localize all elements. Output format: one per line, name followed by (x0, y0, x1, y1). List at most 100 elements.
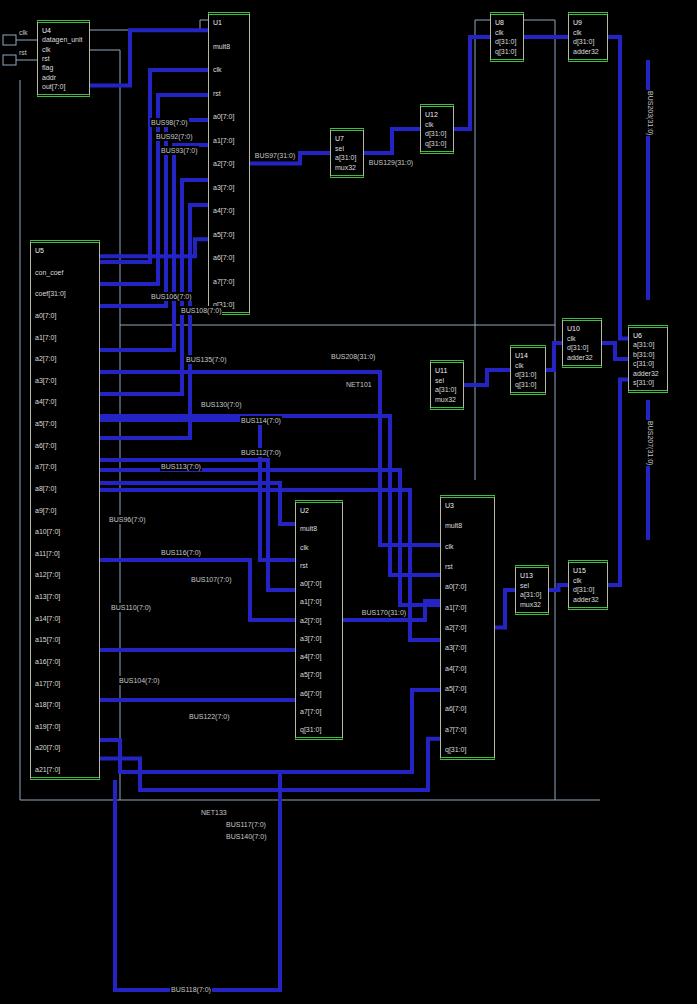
port-name: a2[7:0] (445, 623, 466, 632)
bus-name: BUS97(31:0) (254, 151, 296, 160)
port-name: clk (573, 28, 582, 37)
port-name: rst (213, 89, 221, 98)
schematic-block: U5con_coefcoef[31:0]a0[7:0]a1[7:0]a2[7:0… (30, 240, 100, 780)
port-name: clk (573, 576, 582, 585)
bus-name: BUS116(7:0) (160, 548, 202, 557)
port-name: coef[31:0] (35, 289, 66, 298)
port-name: a1[7:0] (445, 603, 466, 612)
port-name: a7[7:0] (300, 707, 321, 716)
port-name: a4[7:0] (213, 206, 234, 215)
port-name: a7[7:0] (35, 462, 56, 471)
port-name: sel (335, 144, 344, 153)
port-name: a3[7:0] (213, 183, 234, 192)
bus-connector (524, 35, 568, 39)
bus-name: BUS118(7:0) (170, 985, 212, 994)
port-name: sel (435, 376, 444, 385)
port-name: clk (213, 65, 222, 74)
port-name: addr (42, 73, 56, 82)
instance-name: U14 (515, 351, 528, 360)
port-name: d[31:0] (425, 129, 446, 138)
port-name: clk (425, 120, 434, 129)
port-name: mult8 (213, 42, 230, 51)
bus-name: BUS106(7:0) (150, 292, 192, 301)
instance-name: U6 (633, 331, 642, 340)
port-name: rst (42, 54, 50, 63)
port-name: q[31:0] (495, 47, 516, 56)
port-name: d[31:0] (573, 585, 594, 594)
port-name: a5[7:0] (35, 419, 56, 428)
port-name: out[7:0] (42, 82, 65, 91)
port-name: mult8 (445, 521, 462, 530)
bus-name: BUS122(7:0) (188, 712, 230, 721)
port-name: a1[7:0] (35, 333, 56, 342)
schematic-block: U4datagen_unitclkrstflagaddrout[7:0] (37, 20, 90, 97)
port-name: sel (520, 581, 529, 590)
port-name: mux32 (435, 395, 456, 404)
instance-name: U4 (42, 26, 51, 35)
bus-name: BUS207(31:0) (646, 420, 655, 466)
instance-name: U2 (300, 506, 309, 515)
bus (100, 560, 295, 620)
port-name: mux32 (335, 163, 356, 172)
bus (100, 460, 295, 590)
bus (100, 698, 295, 702)
port-name: a15[7:0] (35, 635, 60, 644)
port-name: a3[7:0] (300, 634, 321, 643)
port-name: a19[7:0] (35, 722, 60, 731)
port-name: clk (42, 45, 51, 54)
port-name: a[31:0] (335, 153, 356, 162)
port-name: a[31:0] (520, 590, 541, 599)
port-name: a16[7:0] (35, 657, 60, 666)
instance-name: U8 (495, 18, 504, 27)
port-name: a4[7:0] (445, 664, 466, 673)
port-name: clk (495, 28, 504, 37)
instance-name: U9 (573, 18, 582, 27)
port-name: a0[7:0] (35, 311, 56, 320)
port-name: a6[7:0] (213, 253, 234, 262)
instance-name: U7 (335, 134, 344, 143)
port-name: a13[7:0] (35, 592, 60, 601)
port-name: a1[7:0] (213, 136, 234, 145)
bus-connector (100, 739, 440, 790)
input-pad (3, 55, 16, 65)
schematic-block: U7sela[31:0]mux32 (330, 128, 364, 178)
bus-connector (546, 343, 562, 370)
port-name: a7[7:0] (445, 725, 466, 734)
port-name: q[31:0] (300, 725, 321, 734)
port-name: a[31:0] (633, 340, 654, 349)
port-name: c[31:0] (633, 359, 654, 368)
bus (100, 416, 440, 575)
port-name: a0[7:0] (445, 582, 466, 591)
bus-name: BUS135(7:0) (185, 355, 227, 364)
port-name: adder32 (633, 369, 659, 378)
port-name: a11[7:0] (35, 549, 60, 558)
net-name: NET101 (345, 380, 373, 389)
pin-name: rst (18, 48, 28, 57)
bus (100, 648, 295, 652)
instance-name: U13 (520, 571, 533, 580)
bus-name: BUS107(7:0) (190, 575, 232, 584)
bus-name: BUS92(7:0) (155, 132, 194, 141)
schematic-block: U1mult8clkrsta0[7:0]a1[7:0]a2[7:0]a3[7:0… (208, 12, 250, 315)
schematic-block: U2mult8clkrsta0[7:0]a1[7:0]a2[7:0]a3[7:0… (295, 500, 343, 740)
bus-name: BUS130(7:0) (200, 400, 242, 409)
bus (100, 690, 440, 772)
instance-name: U11 (435, 366, 447, 375)
port-name: a7[7:0] (213, 277, 234, 286)
bus-name: BUS208(31:0) (330, 352, 376, 361)
port-name: a3[7:0] (445, 643, 466, 652)
port-name: clk (300, 543, 309, 552)
bus-connector (608, 37, 628, 339)
schematic-block: U10clkd[31:0]adder32 (562, 318, 602, 368)
bus-name: BUS117(7:0) (225, 820, 267, 829)
bus-name: BUS114(7:0) (240, 416, 282, 425)
port-name: a5[7:0] (445, 684, 466, 693)
port-name: a2[7:0] (300, 616, 321, 625)
schematic-block: U11sela[31:0]mux32 (430, 360, 464, 410)
bus-name: BUS140(7:0) (225, 832, 267, 841)
port-name: a2[7:0] (35, 354, 56, 363)
port-name: a6[7:0] (35, 441, 56, 450)
port-name: d[31:0] (495, 37, 516, 46)
port-name: a5[7:0] (213, 230, 234, 239)
